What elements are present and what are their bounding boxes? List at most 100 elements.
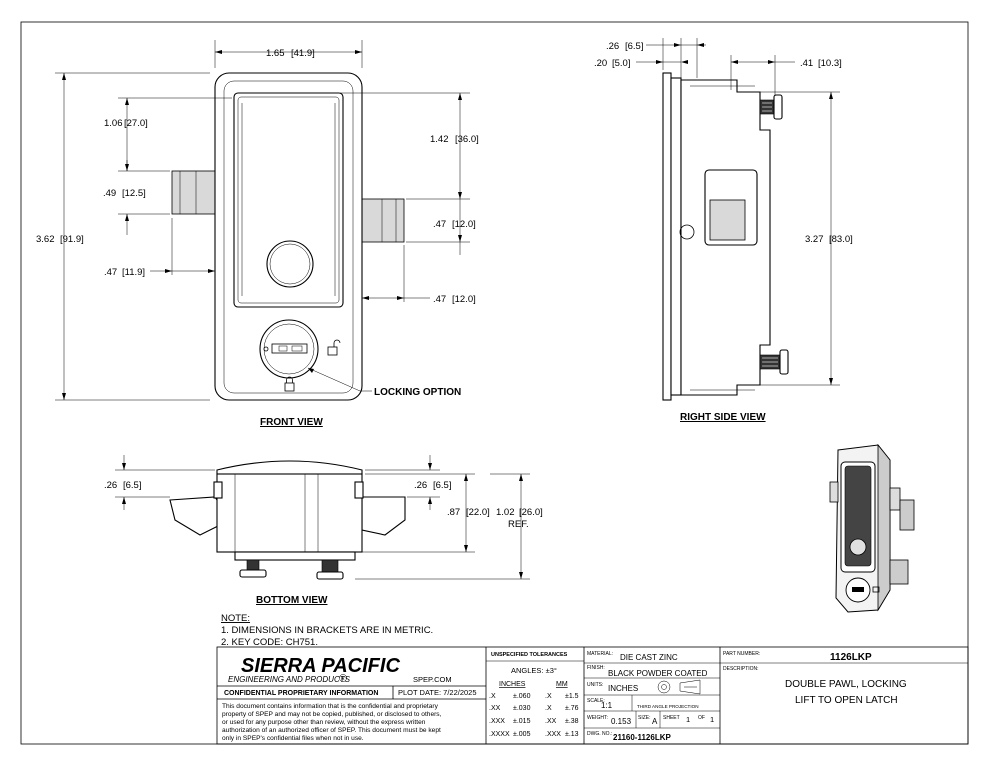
of-label: OF — [698, 715, 705, 721]
company-website: SPEP.COM — [413, 675, 452, 684]
tol-r4-c2: ±.005 — [513, 731, 531, 738]
front-view-label: FRONT VIEW — [260, 417, 323, 428]
side-hole — [679, 224, 695, 240]
dim-d2-in: .49 — [103, 188, 116, 199]
description-line-1: DOUBLE PAWL, LOCKING — [785, 679, 907, 690]
projection-label: THIRD ANGLE PROJECTION — [637, 704, 699, 709]
units-value: INCHES — [608, 684, 638, 693]
part-number-value: 1126LKP — [830, 652, 872, 663]
left-pawl — [171, 170, 216, 215]
dim-d2-mm: [12.5] — [122, 188, 146, 199]
locking-option-leader — [307, 367, 361, 392]
registered-mark: R — [341, 676, 345, 682]
sheet-value: 1 — [686, 715, 690, 724]
tol-r4-c1: .XXXX — [489, 731, 510, 738]
bottom-bezel — [216, 460, 363, 475]
material-value: DIE CAST ZINC — [620, 653, 678, 662]
handle-button — [266, 240, 314, 288]
handle — [233, 92, 344, 308]
right-side-view — [662, 72, 789, 401]
tol-r2-c1: .XX — [489, 705, 501, 712]
tol-r1-c4: ±1.5 — [565, 693, 579, 700]
side-dimensions — [636, 38, 840, 386]
bottom-dim-right-in: .26 — [414, 480, 427, 491]
dim-d1-in: 1.06 — [104, 118, 123, 129]
bottom-dim-overall-in: 1.02 — [496, 507, 515, 518]
bottom-dim-left-in: .26 — [104, 480, 117, 491]
tol-r2-c3: .X — [545, 705, 552, 712]
dim-d3-mm: [11.9] — [122, 267, 145, 278]
side-bezel — [662, 72, 672, 401]
side-dim-height-in: 3.27 — [805, 234, 824, 245]
side-dim-a-in: .26 — [606, 41, 619, 52]
tol-r1-c1: .X — [489, 693, 496, 700]
disclaimer-line-5: only in SPEP's confidential files when n… — [222, 735, 364, 742]
dim-height-in: 3.62 — [36, 234, 55, 245]
weight-value: 0.153 — [611, 717, 632, 726]
front-dimensions — [55, 40, 470, 401]
scale-label: SCALE: — [587, 698, 605, 704]
bottom-body — [216, 473, 363, 553]
front-view — [171, 72, 405, 401]
bottom-view-label: BOTTOM VIEW — [256, 595, 328, 606]
note-1: 1. DIMENSIONS IN BRACKETS ARE IN METRIC. — [221, 625, 433, 636]
notes-heading: NOTE: — [221, 613, 250, 624]
bottom-screw-right — [316, 559, 344, 580]
bottom-dim-left-mm: [6.5] — [123, 480, 142, 491]
side-dim-c-in: .41 — [800, 58, 813, 69]
sheet-total: 1 — [710, 715, 714, 724]
dwg-no-label: DWG. NO.: — [587, 731, 612, 737]
side-screw-top — [759, 94, 783, 120]
finish-value: BLACK POWDER COATED — [608, 669, 708, 678]
note-2: 2. KEY CODE: CH751. — [221, 637, 318, 648]
weight-label: WEIGHT: — [587, 715, 608, 721]
bottom-dim-ref: REF. — [508, 519, 529, 530]
dim-height-mm: [91.9] — [60, 234, 84, 245]
bottom-right-pawl — [361, 496, 406, 536]
disclaimer-line-4: authorization of an authorized officer o… — [222, 727, 441, 734]
dim-d3-in: .47 — [104, 267, 117, 278]
description-line-2: LIFT TO OPEN LATCH — [795, 695, 898, 706]
tol-r3-c3: .XX — [545, 718, 557, 725]
side-dim-a-mm: [6.5] — [625, 41, 644, 52]
side-screw-bottom — [759, 349, 789, 375]
bottom-view — [169, 460, 406, 580]
dim-d6-mm: [12.0] — [452, 294, 476, 305]
isometric-view — [829, 443, 915, 613]
unlock-icon — [327, 346, 338, 356]
tol-r1-c2: ±.060 — [513, 693, 531, 700]
scale-value: 1:1 — [601, 701, 613, 710]
tol-r3-c4: ±.38 — [565, 718, 579, 725]
tolerances-mm-label: MM — [556, 681, 568, 688]
tolerances-angles: ANGLES: ±3° — [511, 666, 557, 675]
disclaimer-line-2: property of SPEP and may not be copied, … — [222, 711, 442, 718]
side-dim-height-mm: [83.0] — [829, 234, 853, 245]
tol-r4-c4: ±.13 — [565, 731, 579, 738]
side-dim-b-mm: [5.0] — [612, 58, 631, 69]
bottom-dim-depth-in: .87 — [447, 507, 460, 518]
title-block — [216, 646, 969, 745]
tol-r4-c3: .XXX — [545, 731, 561, 738]
tolerances-header: UNSPECIFIED TOLERANCES — [491, 652, 568, 658]
finish-label: FINISH: — [587, 665, 605, 671]
bottom-dim-right-mm: [6.5] — [433, 480, 452, 491]
tol-r3-c1: .XXX — [489, 718, 505, 725]
dim-d1-mm: [27.0] — [124, 118, 148, 129]
dim-d4-mm: [36.0] — [455, 134, 479, 145]
description-label: DESCRIPTION: — [723, 666, 759, 672]
sheet-border — [20, 21, 969, 745]
side-dim-c-mm: [10.3] — [818, 58, 842, 69]
units-label: UNITS: — [587, 682, 603, 688]
dwg-no-value: 21160-1126LKP — [613, 733, 671, 742]
dim-d5-mm: [12.0] — [452, 219, 476, 230]
dim-width-mm: [41.9] — [291, 48, 315, 59]
bottom-left-pawl — [169, 496, 231, 536]
company-subtitle: ENGINEERING AND PRODUCTS — [228, 675, 351, 684]
disclaimer-line-1: This document contains information that … — [222, 703, 439, 710]
lock-icon — [284, 382, 295, 392]
bottom-dimensions — [115, 455, 530, 580]
disclaimer-line-3: or used for any purpose other than revie… — [222, 719, 426, 726]
side-dim-b-in: .20 — [594, 58, 607, 69]
bottom-dim-depth-mm: [22.0] — [466, 507, 490, 518]
